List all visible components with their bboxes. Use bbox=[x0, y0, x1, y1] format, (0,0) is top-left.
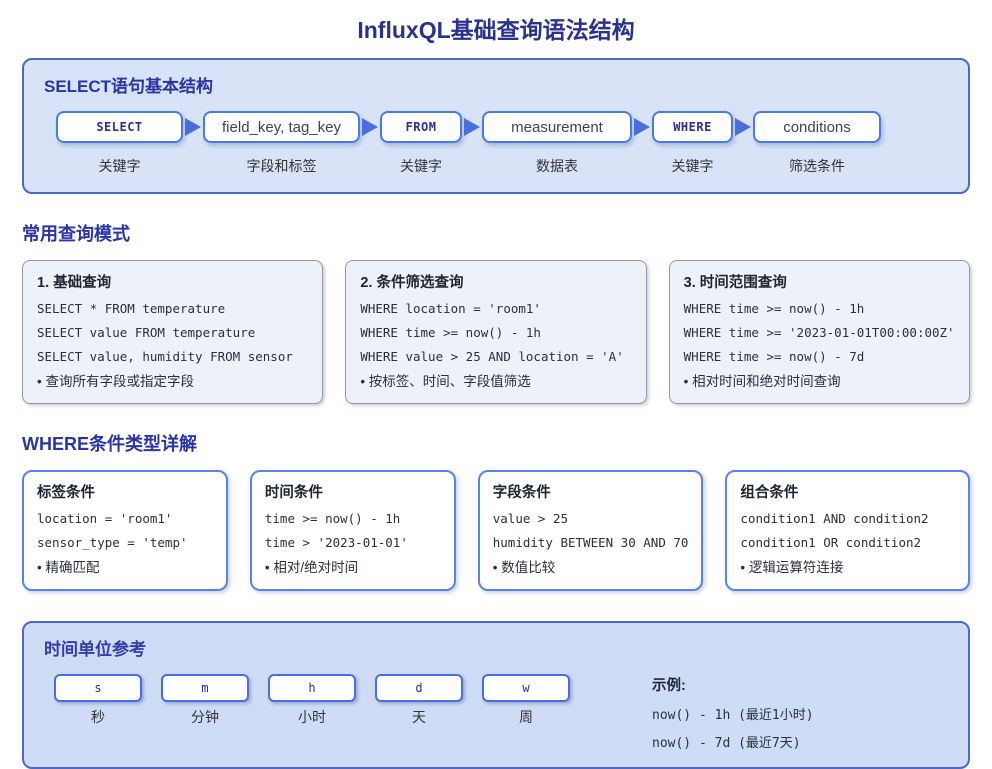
unit-label: 分钟 bbox=[191, 709, 219, 725]
unit-node-weeks: w 周 bbox=[482, 674, 570, 727]
flow-box-fields: field_key, tag_key bbox=[203, 111, 360, 143]
card-title: 1. 基础查询 bbox=[37, 275, 112, 291]
flow-box-from: FROM bbox=[380, 111, 462, 143]
code-line: condition1 AND condition2 bbox=[740, 511, 929, 526]
flow-box-measurement: measurement bbox=[482, 111, 632, 143]
card-title: 时间条件 bbox=[264, 485, 323, 501]
arrow-right-icon bbox=[735, 118, 751, 136]
unit-box-s: s bbox=[54, 674, 142, 702]
examples-title: 示例: bbox=[652, 678, 686, 694]
examples-block: 示例: now() - 1h (最近1小时) now() - 7d (最近7天) bbox=[652, 674, 814, 751]
flow-node-fields: field_key, tag_key 字段和标签 bbox=[203, 111, 360, 176]
unit-label: 小时 bbox=[298, 709, 326, 725]
card-title: 组合条件 bbox=[740, 485, 799, 501]
flow-box-conditions: conditions bbox=[753, 111, 881, 143]
card-note: • 查询所有字段或指定字段 bbox=[37, 374, 194, 389]
time-units-row: s 秒 m 分钟 h 小时 d 天 w 周 示例: now() - 1h (最近… bbox=[44, 674, 948, 751]
code-line: humidity BETWEEN 30 AND 70 bbox=[492, 535, 689, 550]
pattern-card-time-range: 3. 时间范围查询 WHERE time >= now() - 1h WHERE… bbox=[668, 260, 970, 404]
page-title: InfluxQL基础查询语法结构 bbox=[357, 17, 635, 43]
where-type-cards: 标签条件 location = 'room1' sensor_type = 't… bbox=[22, 470, 970, 591]
where-card-time: 时间条件 time >= now() - 1h time > '2023-01-… bbox=[249, 470, 456, 591]
pattern-card-basic: 1. 基础查询 SELECT * FROM temperature SELECT… bbox=[22, 260, 324, 404]
example-line: now() - 1h (最近1小时) bbox=[652, 708, 814, 723]
flow-label: 关键字 bbox=[400, 158, 442, 174]
flow-node-measurement: measurement 数据表 bbox=[482, 111, 632, 176]
arrow-right-icon bbox=[464, 118, 480, 136]
flow-label: 数据表 bbox=[536, 158, 578, 174]
unit-box-w: w bbox=[482, 674, 570, 702]
flow-node-conditions: conditions 筛选条件 bbox=[753, 111, 881, 176]
query-patterns-heading: 常用查询模式 bbox=[22, 224, 130, 244]
where-card-field: 字段条件 value > 25 humidity BETWEEN 30 AND … bbox=[477, 470, 704, 591]
unit-label: 天 bbox=[412, 709, 426, 725]
card-title: 3. 时间范围查询 bbox=[683, 275, 787, 291]
code-line: SELECT value, humidity FROM sensor bbox=[37, 349, 293, 364]
where-card-tag: 标签条件 location = 'room1' sensor_type = 't… bbox=[22, 470, 228, 591]
influxql-syntax-diagram: InfluxQL基础查询语法结构 SELECT语句基本结构 SELECT 关键字… bbox=[22, 17, 970, 769]
where-card-combined: 组合条件 condition1 AND condition2 condition… bbox=[725, 470, 970, 591]
code-line: WHERE time >= now() - 1h bbox=[683, 301, 865, 316]
card-note: • 精确匹配 bbox=[37, 560, 100, 575]
select-structure-panel: SELECT语句基本结构 SELECT 关键字 field_key, tag_k… bbox=[22, 58, 970, 194]
flow-node-select: SELECT 关键字 bbox=[56, 111, 183, 176]
flow-node-where: WHERE 关键字 bbox=[652, 111, 733, 176]
example-line: now() - 7d (最近7天) bbox=[652, 736, 801, 751]
syntax-flow: SELECT 关键字 field_key, tag_key 字段和标签 FROM… bbox=[44, 111, 948, 176]
card-note: • 按标签、时间、字段值筛选 bbox=[360, 374, 531, 389]
card-note: • 数值比较 bbox=[492, 560, 556, 575]
code-line: time >= now() - 1h bbox=[264, 511, 401, 526]
arrow-right-icon bbox=[634, 118, 650, 136]
card-note: • 相对时间和绝对时间查询 bbox=[683, 374, 841, 389]
code-line: WHERE location = 'room1' bbox=[360, 301, 541, 316]
time-units-heading: 时间单位参考 bbox=[44, 640, 146, 659]
code-line: SELECT value FROM temperature bbox=[37, 325, 256, 340]
unit-node-seconds: s 秒 bbox=[54, 674, 142, 727]
code-line: location = 'room1' bbox=[37, 511, 173, 526]
flow-label: 字段和标签 bbox=[246, 158, 317, 174]
code-line: WHERE time >= now() - 7d bbox=[683, 349, 865, 364]
flow-label: 关键字 bbox=[671, 158, 714, 174]
unit-box-h: h bbox=[268, 674, 356, 702]
card-note: • 逻辑运算符连接 bbox=[740, 560, 844, 575]
card-title: 字段条件 bbox=[492, 485, 551, 501]
unit-box-m: m bbox=[161, 674, 249, 702]
unit-node-hours: h 小时 bbox=[268, 674, 356, 727]
unit-node-minutes: m 分钟 bbox=[161, 674, 249, 727]
pattern-card-filter: 2. 条件筛选查询 WHERE location = 'room1' WHERE… bbox=[345, 260, 647, 404]
code-line: WHERE time >= '2023-01-01T00:00:00Z' bbox=[683, 325, 955, 340]
unit-label: 秒 bbox=[91, 709, 105, 725]
flow-label: 筛选条件 bbox=[789, 158, 845, 174]
unit-box-d: d bbox=[375, 674, 463, 702]
code-line: value > 25 bbox=[492, 511, 569, 526]
card-note: • 相对/绝对时间 bbox=[264, 560, 359, 575]
arrow-right-icon bbox=[362, 118, 378, 136]
code-line: WHERE value > 25 AND location = 'A' bbox=[360, 349, 624, 364]
flow-node-from: FROM 关键字 bbox=[380, 111, 462, 176]
where-types-heading: WHERE条件类型详解 bbox=[22, 434, 197, 454]
card-title: 标签条件 bbox=[37, 485, 95, 501]
code-line: sensor_type = 'temp' bbox=[37, 535, 188, 550]
time-units-panel: 时间单位参考 s 秒 m 分钟 h 小时 d 天 w 周 bbox=[22, 621, 970, 769]
flow-box-select: SELECT bbox=[56, 111, 183, 143]
query-pattern-cards: 1. 基础查询 SELECT * FROM temperature SELECT… bbox=[22, 260, 970, 404]
arrow-right-icon bbox=[185, 118, 201, 136]
card-title: 2. 条件筛选查询 bbox=[360, 275, 464, 291]
flow-box-where: WHERE bbox=[652, 111, 733, 143]
unit-label: 周 bbox=[519, 709, 533, 725]
select-structure-heading: SELECT语句基本结构 bbox=[44, 77, 214, 96]
unit-node-days: d 天 bbox=[375, 674, 463, 727]
code-line: time > '2023-01-01' bbox=[264, 535, 408, 550]
code-line: SELECT * FROM temperature bbox=[37, 301, 226, 316]
code-line: condition1 OR condition2 bbox=[740, 535, 922, 550]
code-line: WHERE time >= now() - 1h bbox=[360, 325, 541, 340]
flow-label: 关键字 bbox=[98, 158, 141, 174]
